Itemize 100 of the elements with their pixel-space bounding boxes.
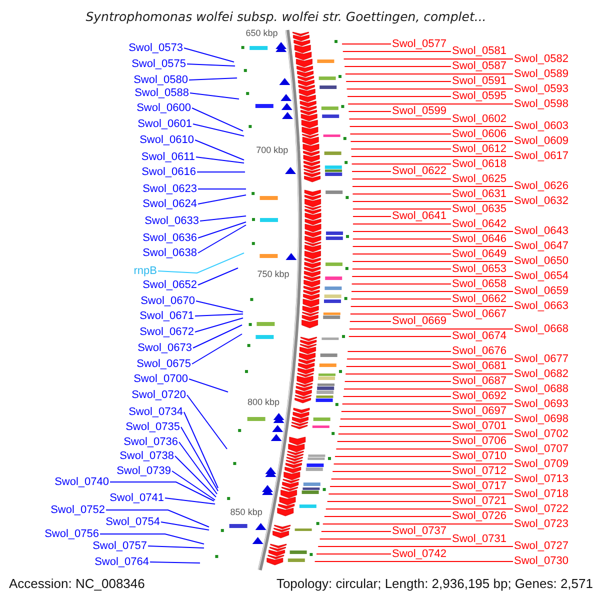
gene-label: Swol_0709 [514, 458, 568, 470]
leader-line [346, 88, 514, 90]
gene-label: Swol_0738 [120, 450, 174, 462]
gene-label: Swol_0617 [514, 151, 568, 162]
gene-label: Swol_0706 [452, 436, 506, 447]
gene-label: Swol_0734 [128, 406, 183, 418]
leader-line [194, 140, 244, 160]
leader-line [344, 66, 452, 67]
leader-line [352, 186, 514, 187]
gene-label: Swol_0712 [452, 466, 506, 477]
leader-line [352, 171, 392, 172]
gene-label: Swol_0632 [514, 196, 568, 207]
gene-label: Swol_0626 [514, 181, 568, 192]
gene-label: Swol_0754 [106, 516, 160, 528]
leader-line [332, 471, 452, 472]
gene-label: Swol_0735 [126, 422, 180, 432]
gene-label: Swol_0674 [452, 331, 506, 342]
gene-label: Swol_0601 [138, 118, 192, 130]
leader-line [198, 194, 246, 204]
leader-line [174, 456, 216, 498]
leader-line [348, 328, 514, 330]
leader-line [344, 381, 452, 382]
gene-label: Swol_0740 [54, 476, 109, 488]
gene-label: Swol_0588 [134, 88, 189, 98]
leader-line [198, 188, 246, 190]
leader-line [188, 78, 238, 80]
gene-label: Swol_0658 [452, 278, 506, 290]
leader-line [184, 48, 234, 62]
gene-label: Swol_0612 [452, 144, 506, 154]
gene-label: Swol_0670 [140, 296, 195, 306]
gene-label: Swol_0737 [392, 526, 446, 537]
gene-label: Swol_0731 [452, 534, 506, 544]
gene-label: Swol_0673 [138, 342, 192, 354]
gene-label: Swol_0672 [140, 326, 194, 338]
leader-line [198, 268, 238, 286]
gene-label: Swol_0676 [452, 346, 506, 357]
leader-line [314, 561, 514, 562]
gene-label: Swol_0736 [124, 436, 178, 448]
leader-line [186, 64, 236, 66]
footer-text: Accession: NC_008346 [9, 576, 145, 591]
leader-line [352, 231, 514, 232]
gene-label: Swol_0595 [452, 91, 506, 102]
leader-line [194, 314, 244, 316]
leader-line [180, 426, 218, 492]
scale-label: 800 kbp [248, 397, 280, 407]
gene-label: Swol_0741 [110, 492, 164, 504]
gene-label: Swol_0609 [514, 136, 568, 147]
gene-label: Swol_0652 [142, 280, 197, 290]
gene-label: Swol_0700 [134, 374, 188, 384]
leader-line [150, 562, 200, 564]
gene-label: Swol_0649 [452, 248, 506, 260]
leader-line [352, 246, 514, 247]
gene-label: Swol_0739 [116, 466, 171, 476]
leader-line [158, 252, 244, 274]
leader-line [192, 334, 242, 364]
gene-label: Swol_0764 [94, 556, 149, 568]
gene-label: Swol_0681 [452, 361, 506, 372]
gene-label: Swol_0616 [142, 166, 196, 178]
gene-label: Swol_0636 [142, 232, 197, 244]
leader-line [186, 394, 228, 450]
gene-label: Swol_0663 [514, 301, 568, 312]
gene-label: Swol_0591 [452, 76, 506, 87]
leader-line [336, 441, 452, 442]
leader-line [340, 411, 452, 412]
leader-line [330, 486, 452, 487]
leader-line [351, 291, 514, 292]
gene-label: Swol_0646 [452, 234, 506, 244]
gene-label: Swol_0582 [514, 54, 568, 64]
gene-label: Swol_0611 [141, 152, 195, 162]
leader-line [347, 96, 452, 97]
gene-label: Swol_0573 [128, 42, 183, 54]
leader-line [106, 510, 210, 528]
leader-line [346, 81, 452, 82]
gene-label: Swol_0742 [392, 548, 446, 560]
gene-label: Swol_0662 [452, 294, 506, 304]
gene-label: Swol_0602 [452, 114, 506, 124]
gene-label: Swol_0717 [452, 481, 506, 492]
gene-label: Swol_0693 [514, 398, 568, 410]
scale-label: 650 kbp [246, 28, 278, 38]
gene-label: Swol_0622 [392, 166, 446, 177]
leader-line [148, 546, 204, 548]
gene-label: Swol_0669 [392, 316, 446, 327]
gene-label: Swol_0667 [452, 308, 506, 320]
scale-label: 750 kbp [257, 269, 290, 279]
gene-label: Swol_0624 [142, 198, 197, 210]
gene-label: Swol_0692 [452, 391, 506, 402]
leader-line [319, 538, 452, 540]
leader-line [352, 268, 452, 270]
gene-label: Swol_0580 [134, 74, 188, 86]
gene-label: Swol_0643 [514, 226, 568, 237]
gene-label: Swol_0730 [514, 556, 568, 567]
leader-line [338, 426, 452, 427]
gene-label: Swol_0633 [144, 216, 199, 226]
leader-line [352, 178, 452, 180]
leader-line [178, 442, 218, 494]
leader-line [164, 498, 216, 504]
gene-label: Swol_0593 [514, 84, 568, 94]
leader-line [352, 261, 514, 262]
gene-label: Swol_0720 [132, 390, 186, 400]
gene-label: rnpB [134, 266, 157, 276]
